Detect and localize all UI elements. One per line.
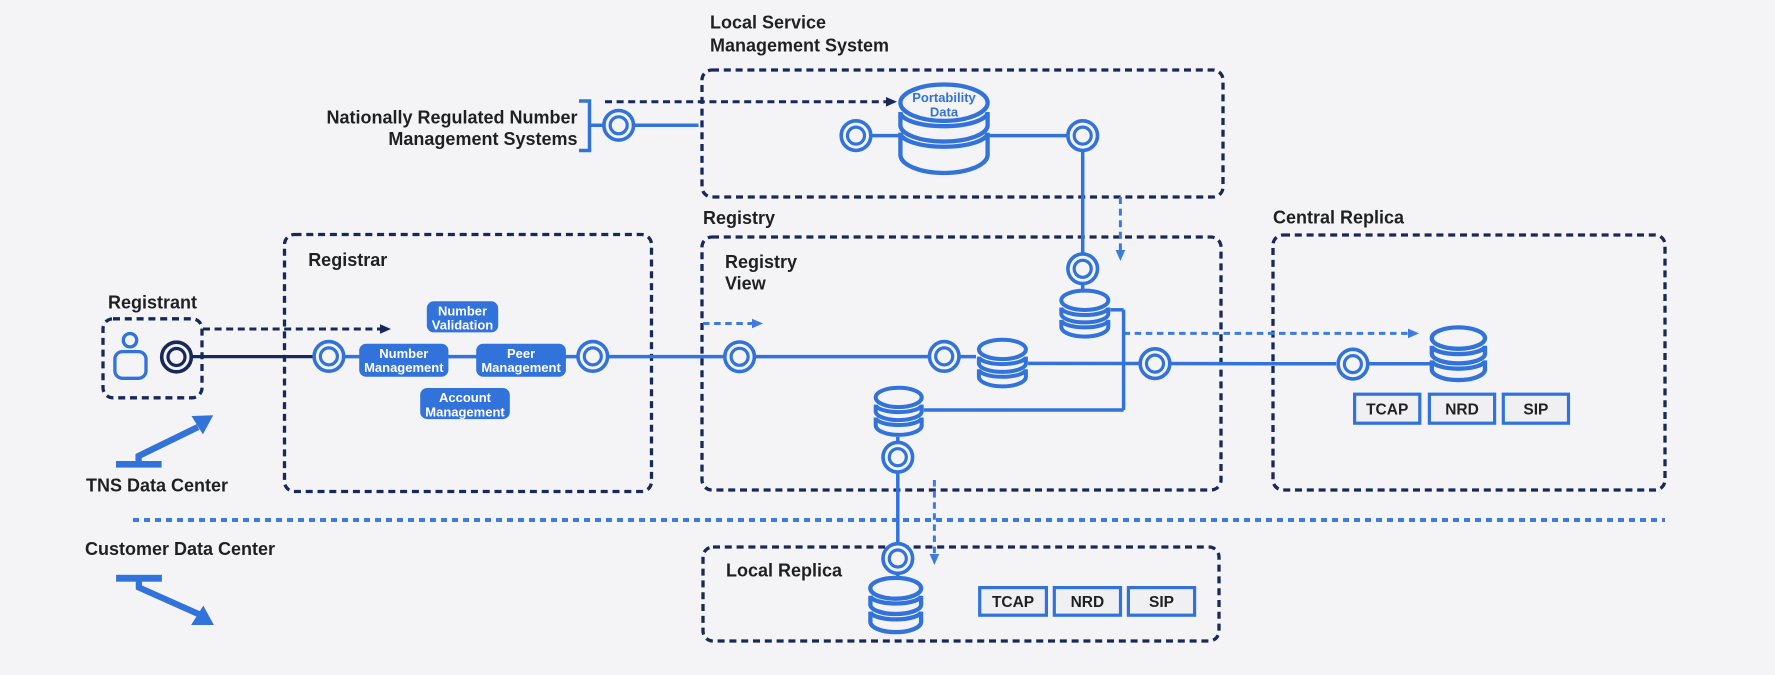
svg-text:Peer: Peer	[507, 346, 535, 361]
svg-text:NRD: NRD	[1071, 594, 1105, 611]
svg-text:TCAP: TCAP	[1366, 401, 1408, 418]
svg-text:Registry: Registry	[725, 252, 797, 272]
svg-text:Registrant: Registrant	[108, 292, 197, 312]
svg-text:Data: Data	[930, 104, 959, 119]
svg-text:Management: Management	[425, 404, 505, 419]
svg-text:SIP: SIP	[1149, 594, 1174, 611]
svg-text:Central Replica: Central Replica	[1273, 208, 1405, 228]
svg-text:NRD: NRD	[1445, 401, 1479, 418]
svg-text:Management: Management	[364, 360, 444, 375]
svg-text:Nationally Regulated Number: Nationally Regulated Number	[326, 108, 577, 128]
svg-text:Local Service: Local Service	[710, 13, 826, 33]
svg-text:Customer Data Center: Customer Data Center	[85, 539, 275, 559]
svg-text:TCAP: TCAP	[992, 594, 1034, 611]
svg-text:Portability: Portability	[912, 90, 976, 105]
svg-text:Management System: Management System	[710, 35, 889, 55]
svg-text:Management: Management	[481, 360, 561, 375]
svg-text:View: View	[725, 273, 767, 293]
svg-text:Registry: Registry	[703, 208, 775, 228]
svg-text:SIP: SIP	[1523, 401, 1548, 418]
svg-text:Management Systems: Management Systems	[388, 129, 577, 149]
svg-text:Number: Number	[438, 304, 487, 319]
svg-text:Account: Account	[439, 390, 492, 405]
svg-text:Local Replica: Local Replica	[726, 561, 843, 581]
svg-text:TNS Data Center: TNS Data Center	[86, 476, 228, 496]
svg-text:Validation: Validation	[432, 318, 493, 333]
svg-text:Number: Number	[379, 346, 428, 361]
svg-text:Registrar: Registrar	[308, 250, 387, 270]
